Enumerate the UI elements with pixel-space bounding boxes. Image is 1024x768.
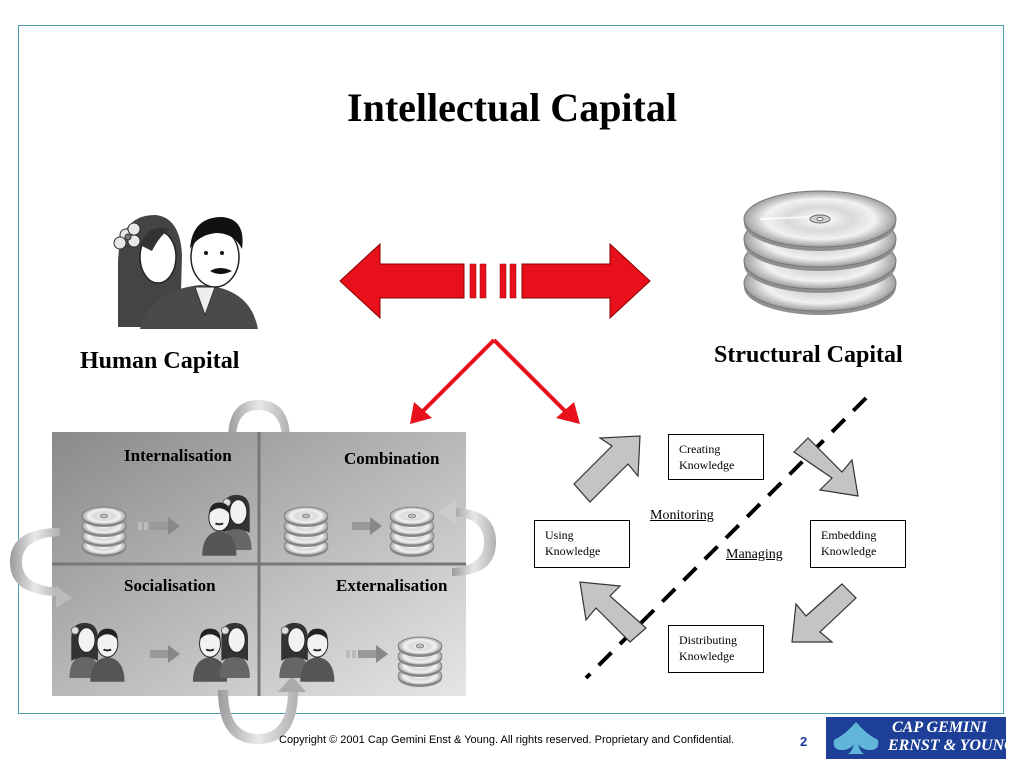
- quadrant-internalisation-label: Internalisation: [124, 446, 232, 465]
- logo-line-2: ERNST & YOUNG: [888, 737, 1016, 754]
- company-logo: CAP GEMINI ERNST & YOUNG: [826, 717, 1016, 759]
- distributing-knowledge-box: Distributing Knowledge: [668, 625, 764, 673]
- seci-panel: [10, 400, 496, 744]
- quadrant-combination-label: Combination: [344, 449, 440, 468]
- disk-stack-icon: [743, 190, 897, 315]
- using-label: Using: [545, 528, 574, 542]
- double-headed-arrow-icon: [339, 242, 651, 320]
- branch-arrows-icon: [410, 338, 580, 424]
- quadrant-socialisation-label: Socialisation: [124, 576, 216, 595]
- page-number: 2: [800, 734, 808, 749]
- copyright-text: Copyright © 2001 Cap Gemini Enst & Young…: [279, 734, 735, 746]
- managing-label: Managing: [726, 547, 783, 562]
- knowledge-cycle-diagram: [573, 396, 868, 680]
- spade-icon: [833, 722, 879, 754]
- distributing-label: Distributing: [679, 633, 738, 647]
- creating-knowledge-box: Creating Knowledge: [668, 434, 764, 480]
- human-capital-label: Human Capital: [80, 348, 240, 374]
- logo-line-1: CAP GEMINI: [892, 719, 987, 736]
- creating-sublabel: Knowledge: [679, 458, 735, 472]
- slide-frame: [18, 25, 1004, 714]
- creating-label: Creating: [679, 442, 721, 456]
- embedding-label: Embedding: [821, 528, 877, 542]
- using-sublabel: Knowledge: [545, 544, 601, 558]
- embedding-knowledge-box: Embedding Knowledge: [810, 520, 906, 568]
- monitoring-label: Monitoring: [650, 508, 714, 523]
- distributing-sublabel: Knowledge: [679, 649, 735, 663]
- slide-title: Intellectual Capital: [347, 85, 677, 130]
- structural-capital-label: Structural Capital: [714, 342, 903, 368]
- using-knowledge-box: Using Knowledge: [534, 520, 630, 568]
- people-icon: [113, 215, 258, 329]
- embedding-sublabel: Knowledge: [821, 544, 877, 558]
- quadrant-externalisation-label: Externalisation: [336, 576, 448, 595]
